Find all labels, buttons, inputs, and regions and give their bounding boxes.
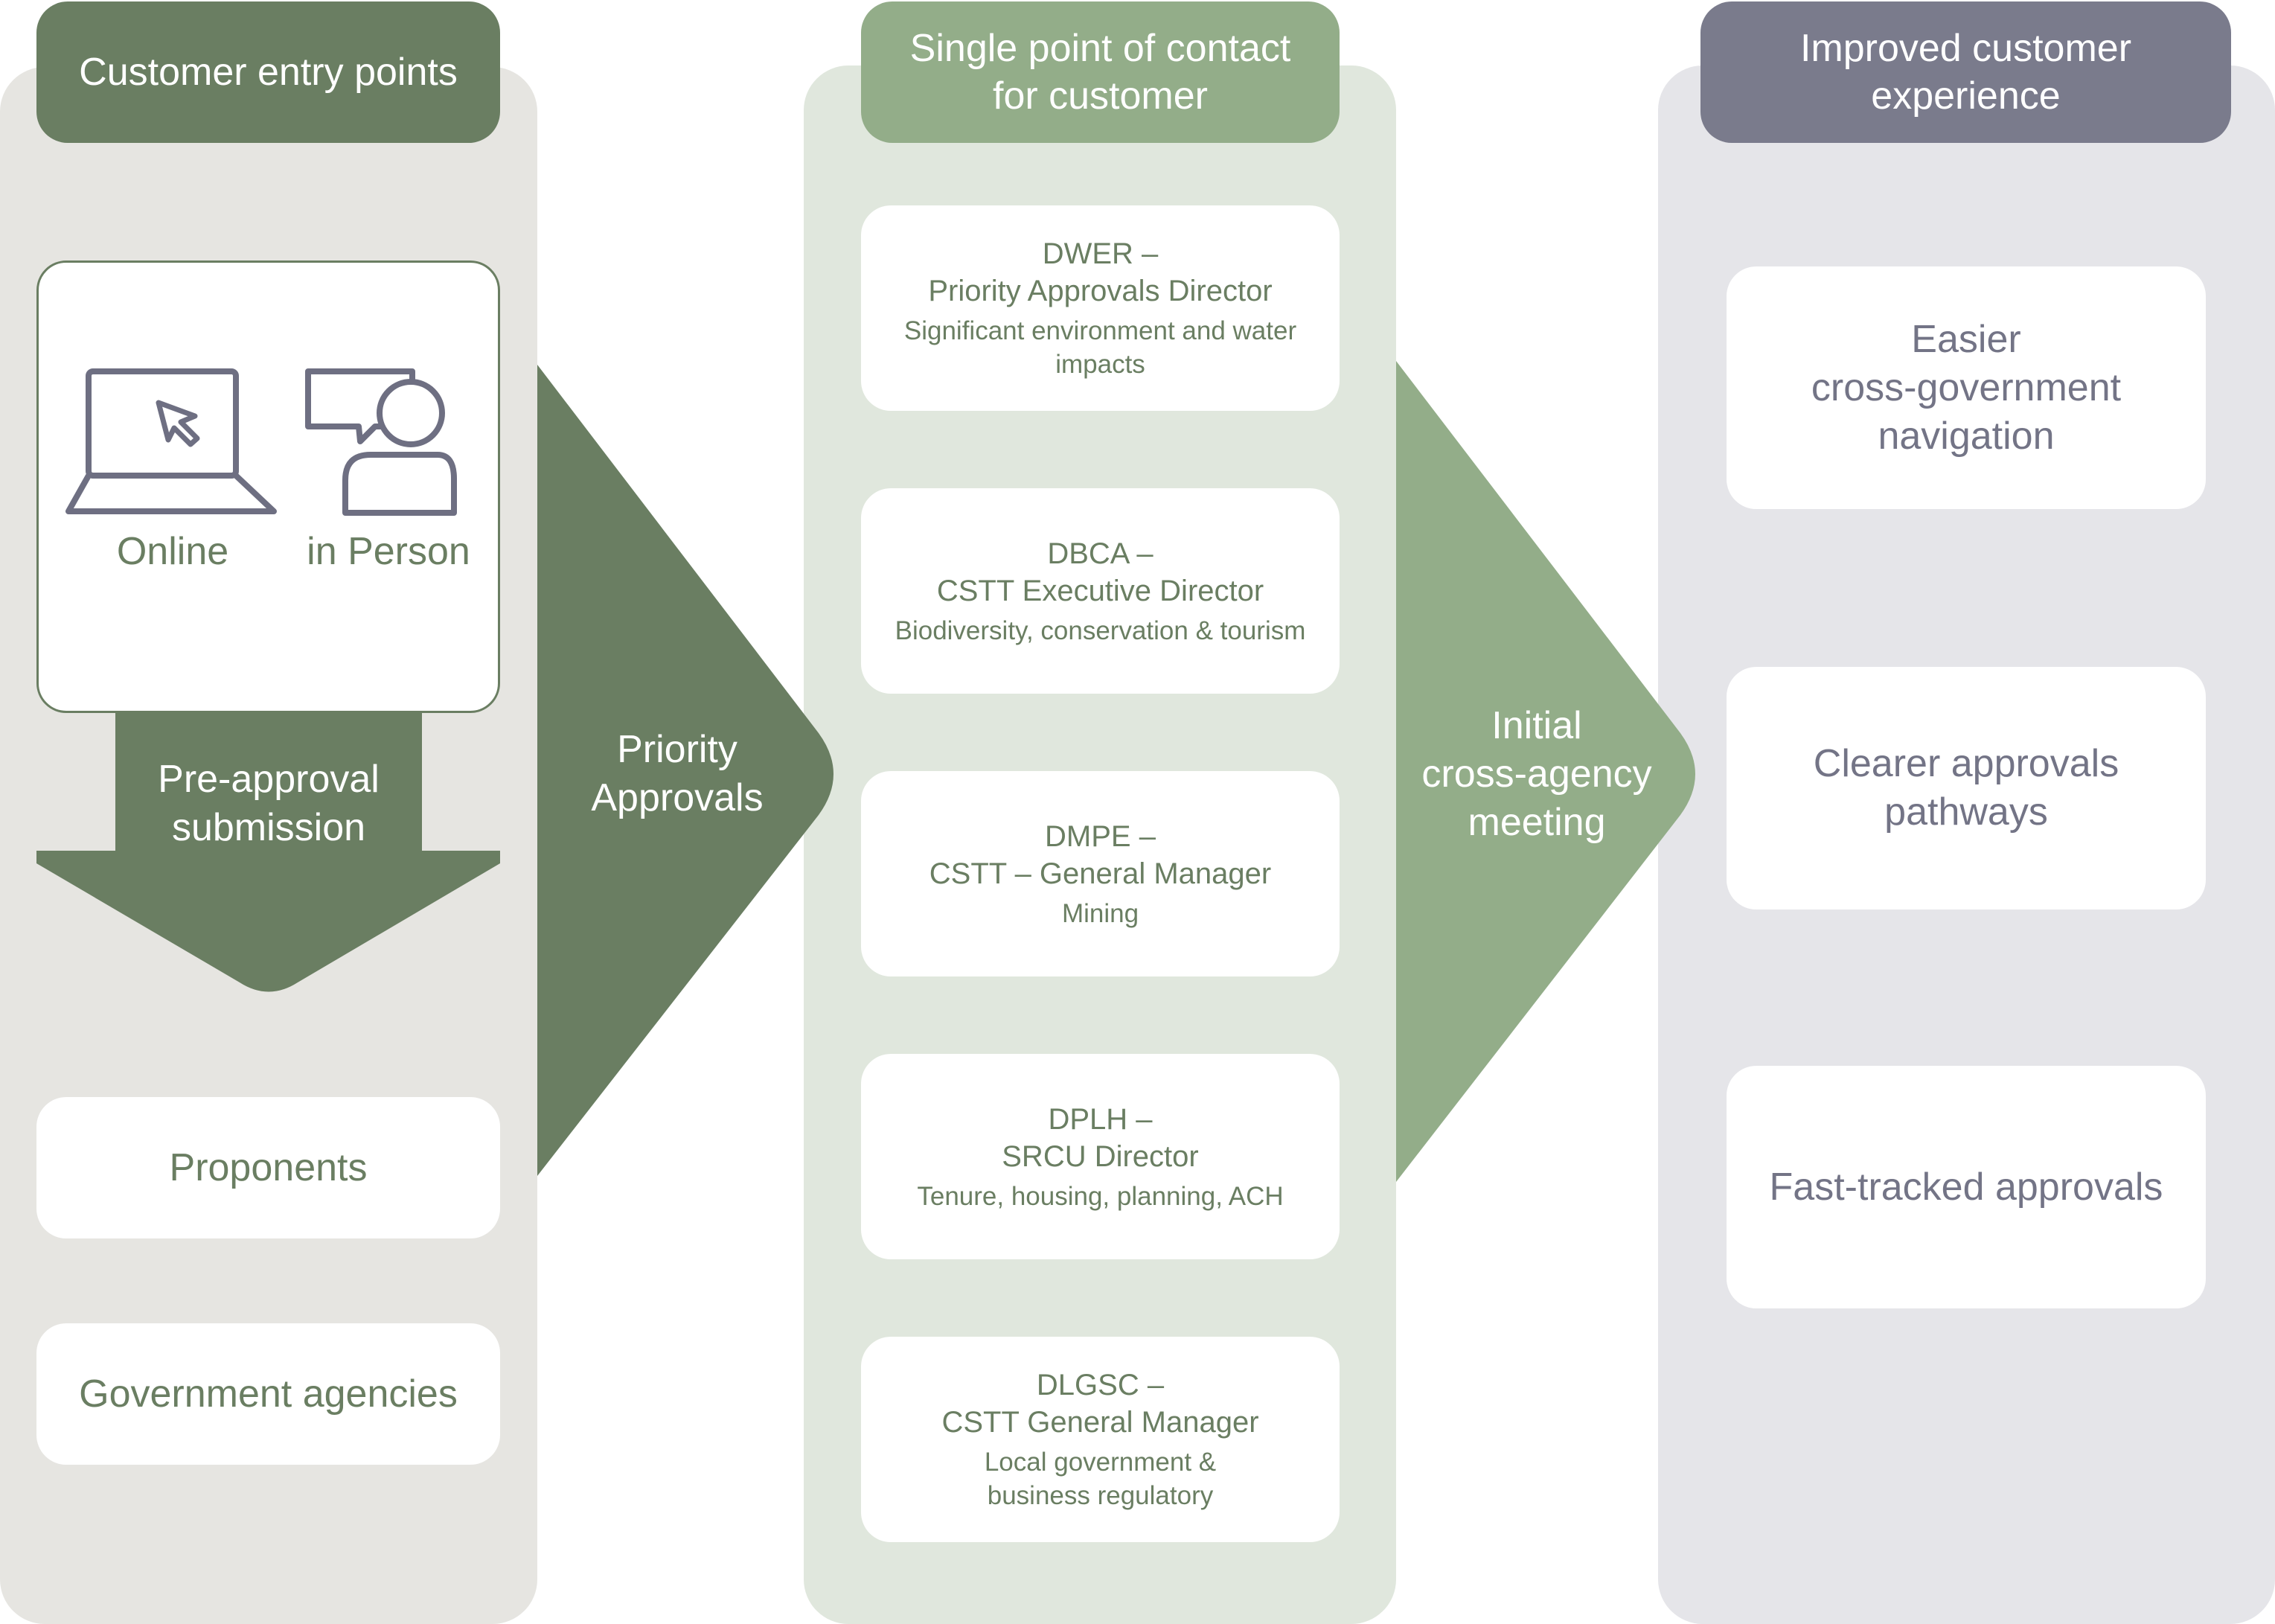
benefit-card-navigation: Easier cross-government navigation (1727, 266, 2206, 509)
agency-focus-line: Tenure, housing, planning, ACH (917, 1181, 1284, 1211)
header-improved-customer-experience: Improved customer experience (1700, 1, 2231, 143)
contact-card-dmpe: DMPE – CSTT – General Manager Mining (861, 771, 1340, 976)
meeting-line1: Initial (1491, 703, 1582, 747)
cross-agency-meeting-label: Initial cross-agency meeting (1399, 692, 1674, 856)
agency-focus-line: Significant environment and water (903, 316, 1297, 345)
benefit-line: navigation (1878, 414, 2055, 458)
priority-approvals-arrow (537, 365, 833, 1176)
pre-approval-submission-label: Pre-approval submission (115, 752, 422, 856)
agency-name: DLGSC – (1036, 1369, 1165, 1401)
benefit-line: cross-government (1811, 365, 2122, 409)
header-text-line2: for customer (993, 74, 1208, 118)
agency-role: CSTT General Manager (941, 1406, 1259, 1439)
online-label: Online (116, 530, 229, 573)
benefit-line: Clearer approvals (1813, 742, 2119, 785)
proponents-label: Proponents (169, 1146, 368, 1189)
contact-card-dwer: DWER – Priority Approvals Director Signi… (861, 205, 1340, 411)
header-customer-entry-points: Customer entry points (36, 1, 500, 143)
agency-focus-line: impacts (1055, 350, 1145, 379)
in-person-label: in Person (307, 530, 470, 573)
contact-card-dbca: DBCA – CSTT Executive Director Biodivers… (861, 488, 1340, 694)
contact-card-dlgsc: DLGSC – CSTT General Manager Local gover… (861, 1337, 1340, 1542)
header-text-line1: Improved customer (1799, 27, 2132, 70)
agency-name: DMPE – (1045, 819, 1156, 853)
agency-focus: Significant environment and water impact… (904, 314, 1296, 381)
agency-focus-line: Biodiversity, conservation & tourism (895, 616, 1306, 645)
laptop-cursor-icon (65, 368, 277, 514)
agency-role: SRCU Director (1002, 1139, 1199, 1173)
agency-focus: Mining (1062, 897, 1139, 930)
priority-approvals-label: Priority Approvals (551, 715, 804, 834)
government-agencies-card: Government agencies (36, 1323, 500, 1465)
pre-approval-line1: Pre-approval (158, 758, 380, 801)
agency-role: CSTT Executive Director (936, 574, 1264, 607)
agency-name: DBCA – (1047, 537, 1154, 570)
benefit-card-pathways: Clearer approvals pathways (1727, 667, 2206, 909)
priority-line1: Priority (617, 728, 737, 771)
agency-focus: Biodiversity, conservation & tourism (895, 614, 1306, 648)
meeting-line2: cross-agency (1421, 752, 1652, 796)
header-single-point-of-contact: Single point of contact for customer (861, 1, 1340, 143)
agency-focus: Local government & business regulatory (985, 1445, 1216, 1512)
pre-approval-down-arrow (36, 713, 500, 992)
agency-focus-line: business regulatory (987, 1481, 1214, 1510)
agency-name: DPLH – (1048, 1102, 1153, 1136)
agency-role: CSTT – General Manager (929, 857, 1272, 890)
proponents-card: Proponents (36, 1097, 500, 1238)
agency-focus-line: Local government & (984, 1448, 1217, 1477)
benefit-line: pathways (1884, 790, 2048, 834)
cross-agency-meeting-arrow (1396, 361, 1695, 1182)
benefit-line: Fast-tracked approvals (1769, 1165, 2163, 1209)
benefit-card-fast-tracked: Fast-tracked approvals (1727, 1066, 2206, 1308)
contact-card-dplh: DPLH – SRCU Director Tenure, housing, pl… (861, 1054, 1340, 1259)
header-text: Customer entry points (79, 51, 458, 94)
agency-focus-line: Mining (1061, 898, 1139, 928)
pre-approval-line2: submission (171, 806, 366, 849)
agency-role: Priority Approvals Director (928, 275, 1273, 307)
person-speech-bubble-icon (305, 368, 457, 516)
priority-line2: Approvals (591, 776, 764, 819)
meeting-line3: meeting (1468, 800, 1606, 844)
entry-methods-box: Online in Person (36, 260, 500, 713)
agency-focus: Tenure, housing, planning, ACH (917, 1180, 1283, 1213)
benefit-line: Easier (1911, 317, 2021, 361)
government-agencies-label: Government agencies (79, 1372, 458, 1416)
header-text-line2: experience (1871, 74, 2061, 118)
header-text-line1: Single point of contact (909, 27, 1291, 70)
agency-name: DWER – (1042, 237, 1159, 270)
